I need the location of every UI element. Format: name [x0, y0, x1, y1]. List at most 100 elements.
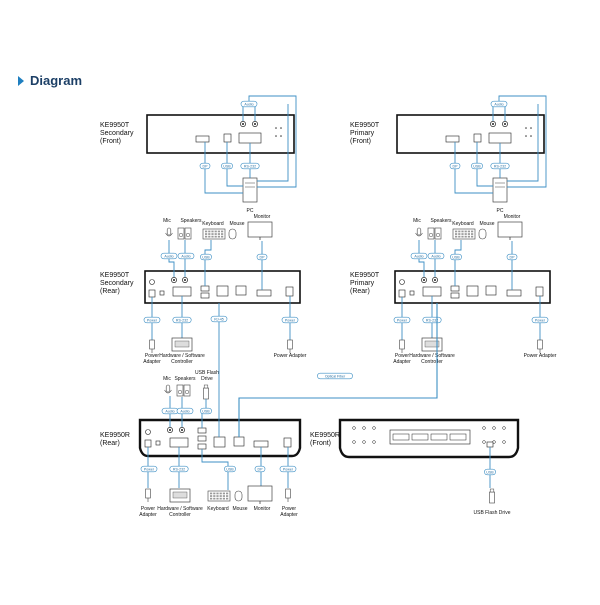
primary-front-dp-cable — [454, 142, 493, 194]
receiver-rear-keyboard-icon-key — [213, 497, 216, 500]
receiver-front-button — [430, 433, 448, 441]
primary-rear-mic-audio-tag-label: Audio — [414, 254, 423, 258]
primary-rear-mic-icon — [416, 227, 422, 236]
secondary-front-audio-tag-label: Audio — [244, 102, 253, 106]
receiver-rear-label-1: (Rear) — [100, 440, 120, 447]
receiver-rear-power-adapter-label-2: Adapter — [139, 512, 157, 518]
secondary-rear-rs232-tag — [172, 316, 192, 324]
receiver-rear-speakers-icon-cone-0 — [177, 389, 183, 395]
receiver-front-panel — [389, 429, 471, 445]
primary-front-usb-tag — [471, 162, 483, 170]
secondary-rear-mouse-icon — [228, 228, 237, 240]
receiver-rear-keyboard-icon — [207, 490, 231, 502]
primary-front-pc-label: PC — [497, 208, 504, 214]
receiver-rear-mini-port — [155, 440, 161, 446]
primary-rear-keyboard-icon-key — [455, 230, 458, 233]
secondary-front-usb-tag — [221, 162, 233, 170]
secondary-rear-usb-port-2 — [200, 292, 210, 299]
secondary-front-led — [280, 135, 282, 137]
secondary-rear-controller-label-2: Controller — [171, 359, 193, 365]
primary-rear-spk-audio-tag-label: Audio — [431, 254, 440, 258]
receiver-front-usb-tag — [484, 468, 496, 476]
primary-rear-ground — [399, 279, 405, 285]
secondary-rear-speaker-jack-core — [184, 279, 186, 281]
receiver-rear-flash-usb-tag — [200, 407, 212, 415]
receiver-rear-spk-audio-tag-label: Audio — [180, 409, 189, 413]
primary-rear-monitor-icon — [497, 221, 523, 238]
primary-front-label-0: KE9950T — [350, 122, 380, 129]
receiver-rear-mic-icon-stand — [164, 389, 172, 394]
receiver-rear-keyboard-icon-key — [216, 492, 219, 495]
secondary-rear-mic-audio-tag-label: Audio — [164, 254, 173, 258]
secondary-rear-label-1: Secondary — [100, 280, 134, 287]
secondary-rear-ground — [149, 279, 155, 285]
secondary-front-rs232-port — [238, 132, 262, 144]
secondary-front-label-2: (Front) — [100, 138, 121, 145]
secondary-rear-power-adapter-label-1: Power — [145, 353, 160, 359]
receiver-rear-mic-audio-tag-label: Audio — [165, 409, 174, 413]
primary-rear-label-1: Primary — [350, 280, 375, 287]
receiver-rear-power-port — [144, 439, 152, 448]
secondary-rear-monitor-label: Monitor — [254, 214, 271, 220]
receiver-rear-spk-audio-tag — [176, 407, 194, 415]
optical-fiber-tag-label: Optical Fiber — [325, 374, 346, 378]
secondary-rear-label-2: (Rear) — [100, 288, 120, 295]
receiver-front-led — [362, 440, 366, 444]
receiver-rear-flash-icon — [203, 387, 209, 400]
receiver-rear-rs232-port — [169, 437, 189, 448]
primary-rear-usb-tag — [450, 253, 462, 261]
primary-rear-keyboard-icon-key — [464, 235, 467, 238]
receiver-front-led — [482, 426, 486, 430]
primary-rear-usb-cable — [454, 240, 462, 286]
primary-rear-keyboard-icon-key — [461, 235, 464, 238]
secondary-front-dp-cable — [204, 142, 243, 194]
receiver-rear-controller-label-2: Controller — [169, 512, 191, 518]
secondary-rear-keyboard-icon-key — [208, 235, 211, 238]
primary-rear-dc-power-tag — [531, 316, 549, 324]
secondary-front-audio-jack-2-core — [254, 123, 256, 125]
primary-front-unit — [396, 114, 545, 154]
secondary-rear-keyboard-icon-key — [211, 233, 214, 235]
primary-front-dp-tag-label: DP — [453, 164, 459, 168]
receiver-rear-flash-label-1: USB Flash — [195, 370, 219, 376]
secondary-rear-keyboard-icon-key — [214, 233, 217, 235]
receiver-rear-usb-tag-label: USB — [226, 467, 234, 471]
secondary-rear-keyboard-icon-key — [205, 233, 208, 235]
receiver-rear-controller-icon-screen — [172, 491, 188, 499]
secondary-rear-mouse-label: Mouse — [229, 221, 244, 227]
receiver-rear-dp-tag — [254, 465, 266, 473]
secondary-front-dp-port — [195, 135, 210, 143]
secondary-rear-keyboard-icon-key — [217, 235, 220, 238]
primary-rear-keyboard-icon-key — [461, 230, 464, 233]
primary-rear-keyboard-icon-key — [471, 230, 474, 233]
primary-rear-keyboard-icon-key — [458, 233, 461, 235]
secondary-front-audio-tag — [240, 100, 258, 108]
receiver-front-led — [372, 426, 376, 430]
secondary-rear-usb-tag-label: USB — [202, 255, 210, 259]
receiver-rear-keyboard-icon-key — [213, 495, 216, 497]
secondary-front-label-0: KE9950T — [100, 122, 130, 129]
receiver-rear-dc-adapter-label-2: Adapter — [280, 512, 298, 518]
rj45-link-tag — [210, 315, 228, 323]
primary-front-usb-port — [473, 133, 482, 143]
primary-front-pc-icon — [492, 177, 508, 203]
primary-front-usb-tag-label: USB — [473, 164, 481, 168]
secondary-rear-rs232-port — [172, 286, 192, 297]
secondary-rear-dc-power-tag-label: Power — [285, 318, 296, 322]
primary-rear-dp-port — [506, 289, 522, 297]
receiver-front-led — [482, 440, 486, 444]
receiver-front-usb-tag-label: USB — [486, 470, 494, 474]
receiver-rear-usb-port-2 — [197, 435, 207, 442]
primary-rear-keyboard-icon-key — [455, 233, 458, 235]
secondary-front-unit — [146, 114, 295, 154]
secondary-front-led — [280, 127, 282, 129]
secondary-rear-keyboard-label: Keyboard — [202, 221, 224, 227]
secondary-rear-speakers-icon-1 — [184, 227, 192, 240]
primary-front-rs232-port — [488, 132, 512, 144]
receiver-rear-keyboard-icon-key — [226, 497, 229, 500]
receiver-front-led — [352, 440, 356, 444]
secondary-rear-keyboard-icon-key — [217, 230, 220, 233]
receiver-rear-keyboard-icon-key — [222, 492, 225, 495]
secondary-front-rs232-tag-label: RS-232 — [244, 164, 256, 168]
secondary-rear-mic-icon-stand — [165, 232, 173, 237]
